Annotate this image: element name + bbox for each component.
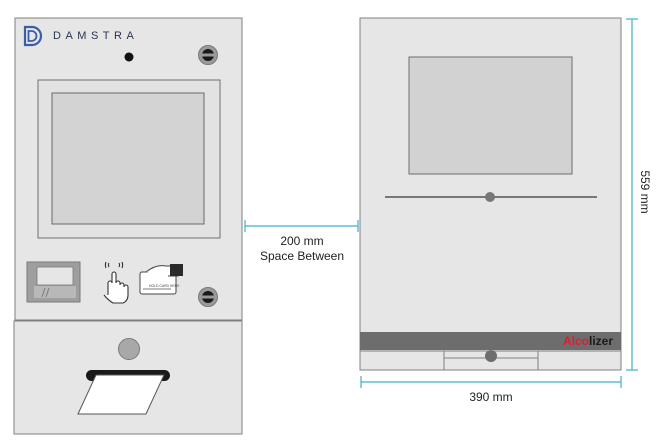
width-dimension (360, 376, 622, 388)
damstra-kiosk: HOLD CARD HERE (13, 17, 243, 435)
touchscreen (51, 92, 205, 225)
gap-dimension-label: Space Between (259, 249, 345, 263)
height-dimension-label: 559 mm (638, 170, 652, 214)
width-dimension-label: 390 mm (469, 390, 513, 404)
alcolizer-brand-highlight: lco (571, 334, 590, 348)
gap-dimension (244, 220, 359, 232)
card-reader-label: HOLD CARD HERE (149, 284, 180, 288)
damstra-logo-icon (23, 25, 43, 47)
touch-hand-icon (103, 261, 129, 304)
lock-bottom-icon (198, 287, 218, 307)
alcolizer-brand-bar (360, 332, 621, 350)
alcolizer-screen (408, 56, 573, 175)
alcolizer-unit (359, 17, 622, 371)
alcolizer-base-button-icon (485, 350, 497, 362)
lock-top-icon (198, 45, 218, 65)
card-reader-icon (139, 264, 183, 295)
alcolizer-brand-suffix: lizer (589, 334, 614, 348)
alcolizer-brand-name: Alcolizer (563, 334, 613, 348)
gap-dimension-value: 200 mm (280, 234, 324, 248)
printer-module (26, 261, 81, 303)
lower-button-icon (118, 338, 140, 360)
kiosk-brand-name: DAMSTRA (53, 30, 139, 42)
height-dimension (626, 18, 638, 371)
camera-lens-icon (124, 52, 134, 62)
alcolizer-brand-prefix: A (563, 334, 572, 348)
alcolizer-slider-knob (485, 192, 495, 202)
ticket-dispenser (77, 370, 170, 415)
